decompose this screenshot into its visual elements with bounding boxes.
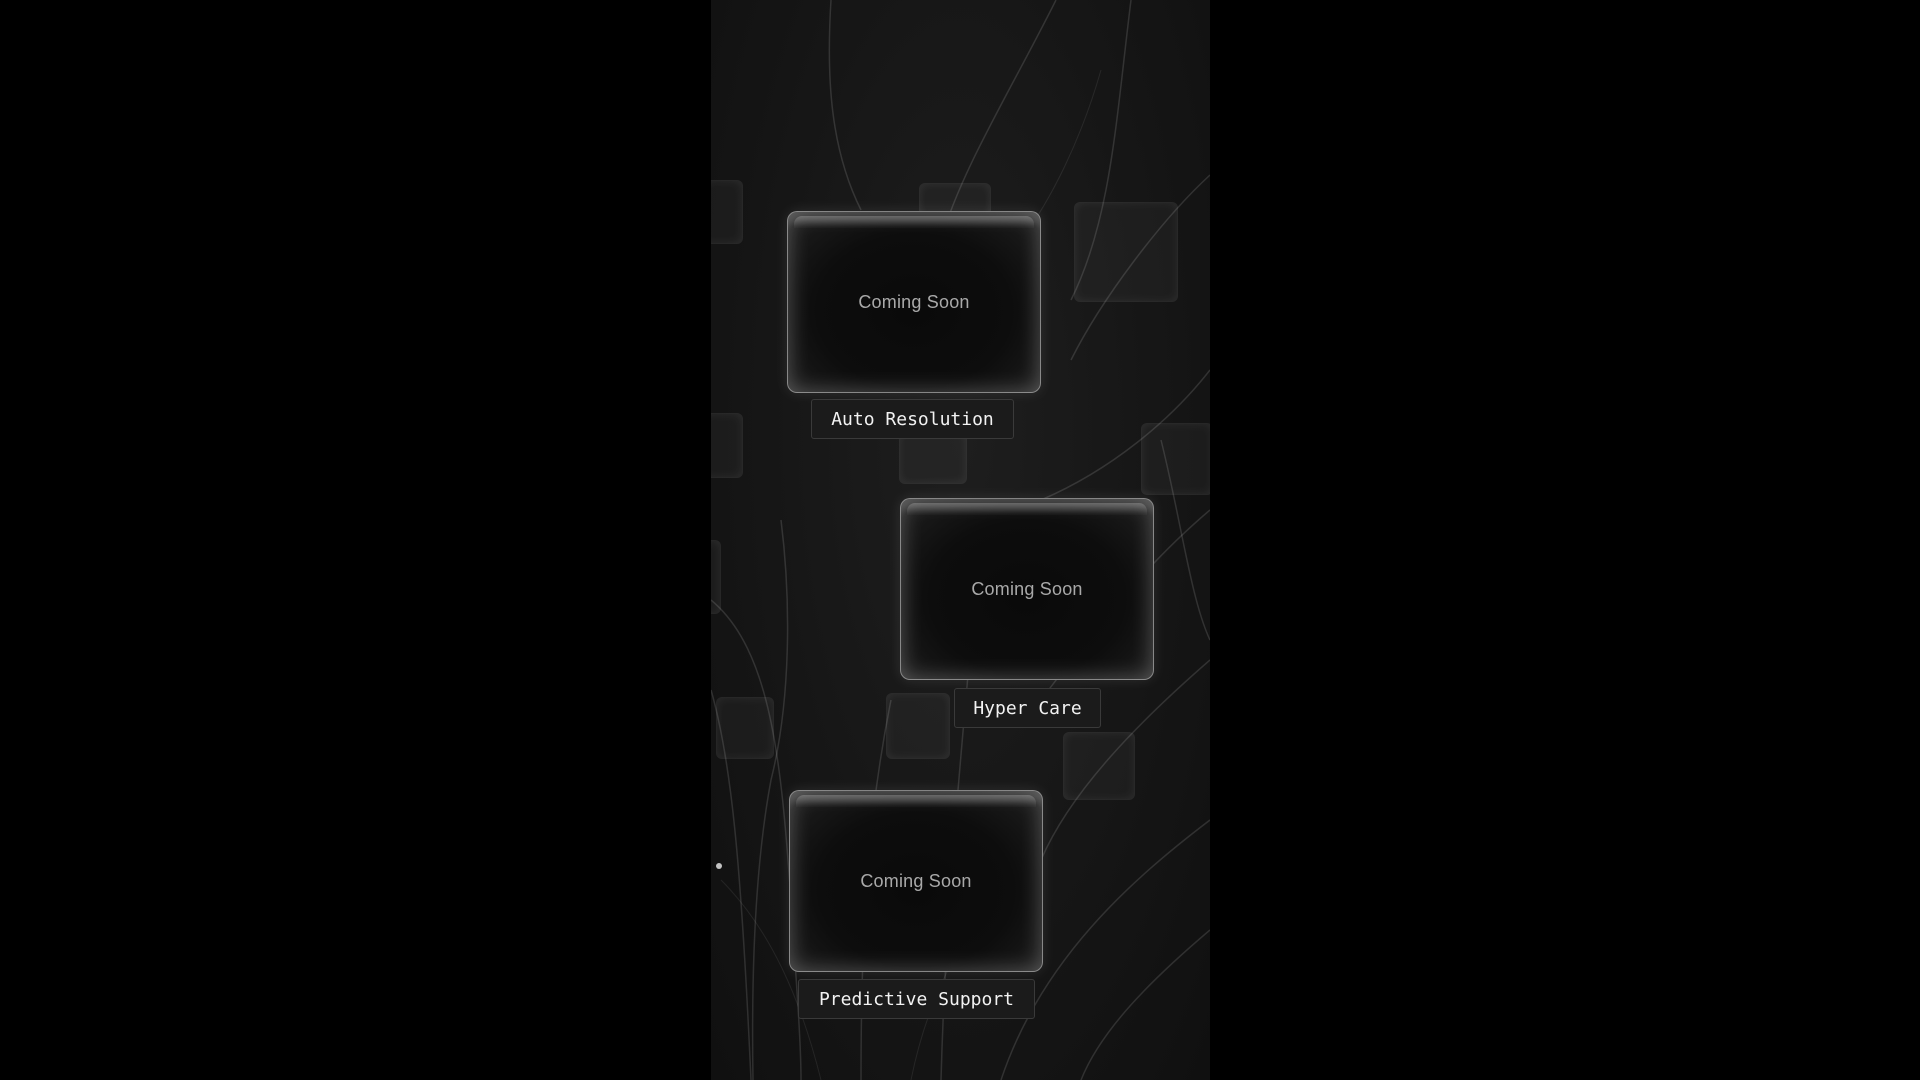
coming-soon-text: Coming Soon [858,291,970,312]
coming-soon-text: Coming Soon [971,578,1083,599]
predictive-support-label[interactable]: Predictive Support [798,979,1035,1019]
background-block-decoration [711,180,743,244]
background-block-decoration [1063,732,1135,800]
background-block-decoration [716,697,774,759]
background-block-decoration [711,413,743,478]
feature-card-auto-resolution: Coming Soon [787,211,1041,393]
background-block-decoration [1074,202,1178,302]
coming-soon-text: Coming Soon [860,870,972,891]
auto-resolution-label[interactable]: Auto Resolution [811,399,1014,439]
feature-showcase-panel: Coming Soon Auto Resolution Coming Soon … [711,0,1210,1080]
feature-card-predictive-support: Coming Soon [789,790,1043,972]
background-block-decoration [886,693,950,759]
background-block-decoration [1141,423,1210,495]
hyper-care-label[interactable]: Hyper Care [954,688,1101,728]
background-block-decoration [711,540,721,614]
feature-card-hyper-care: Coming Soon [900,498,1154,680]
